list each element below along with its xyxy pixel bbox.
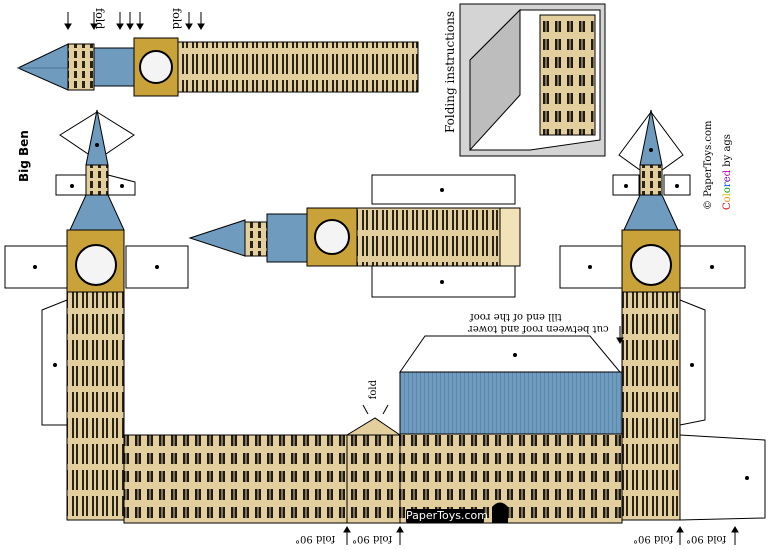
colored-letter: r (722, 182, 733, 188)
fold-90-label-4: fold 90° (686, 533, 727, 544)
page-title: Big Ben (17, 130, 31, 182)
middle-tower-strip (188, 174, 521, 298)
folding-instructions-label: Folding instructions (443, 11, 457, 133)
bottom-fold-arrows (343, 326, 739, 545)
colored-letter: l (722, 193, 733, 197)
folding-instructions-panel (459, 3, 606, 157)
top-fold-arrows (64, 12, 205, 30)
colored-word: Colored (722, 170, 733, 210)
glue-dots (33, 143, 749, 480)
fold-label-roof: fold (368, 380, 379, 400)
colored-letter: d (722, 169, 733, 177)
fold-90-label-1: fold 90° (295, 533, 336, 544)
colored-by-credit: Colored by ags (722, 134, 733, 210)
top-tower-strip (16, 37, 419, 97)
fold-label-top-right: fold (170, 8, 183, 30)
fold-label-top-left: fold (93, 8, 106, 30)
right-tower (559, 109, 766, 521)
colored-letter: C (722, 202, 733, 210)
fold-90-label-2: fold 90° (352, 533, 393, 544)
colored-letter: o (722, 187, 733, 194)
parliament-building (123, 335, 623, 524)
brand-label: PaperToys.com (406, 509, 488, 523)
cut-note-line1: cut between roof and tower (468, 323, 609, 334)
colored-letter: e (722, 176, 733, 183)
copyright-text: © PaperToys.com (703, 120, 714, 211)
left-tower (4, 109, 189, 521)
colored-letter: o (722, 196, 733, 203)
cut-note-line2: till end of the roof (470, 311, 562, 322)
fold-90-label-3: fold 90° (633, 533, 674, 544)
colored-by-suffix: by ags (722, 134, 733, 170)
